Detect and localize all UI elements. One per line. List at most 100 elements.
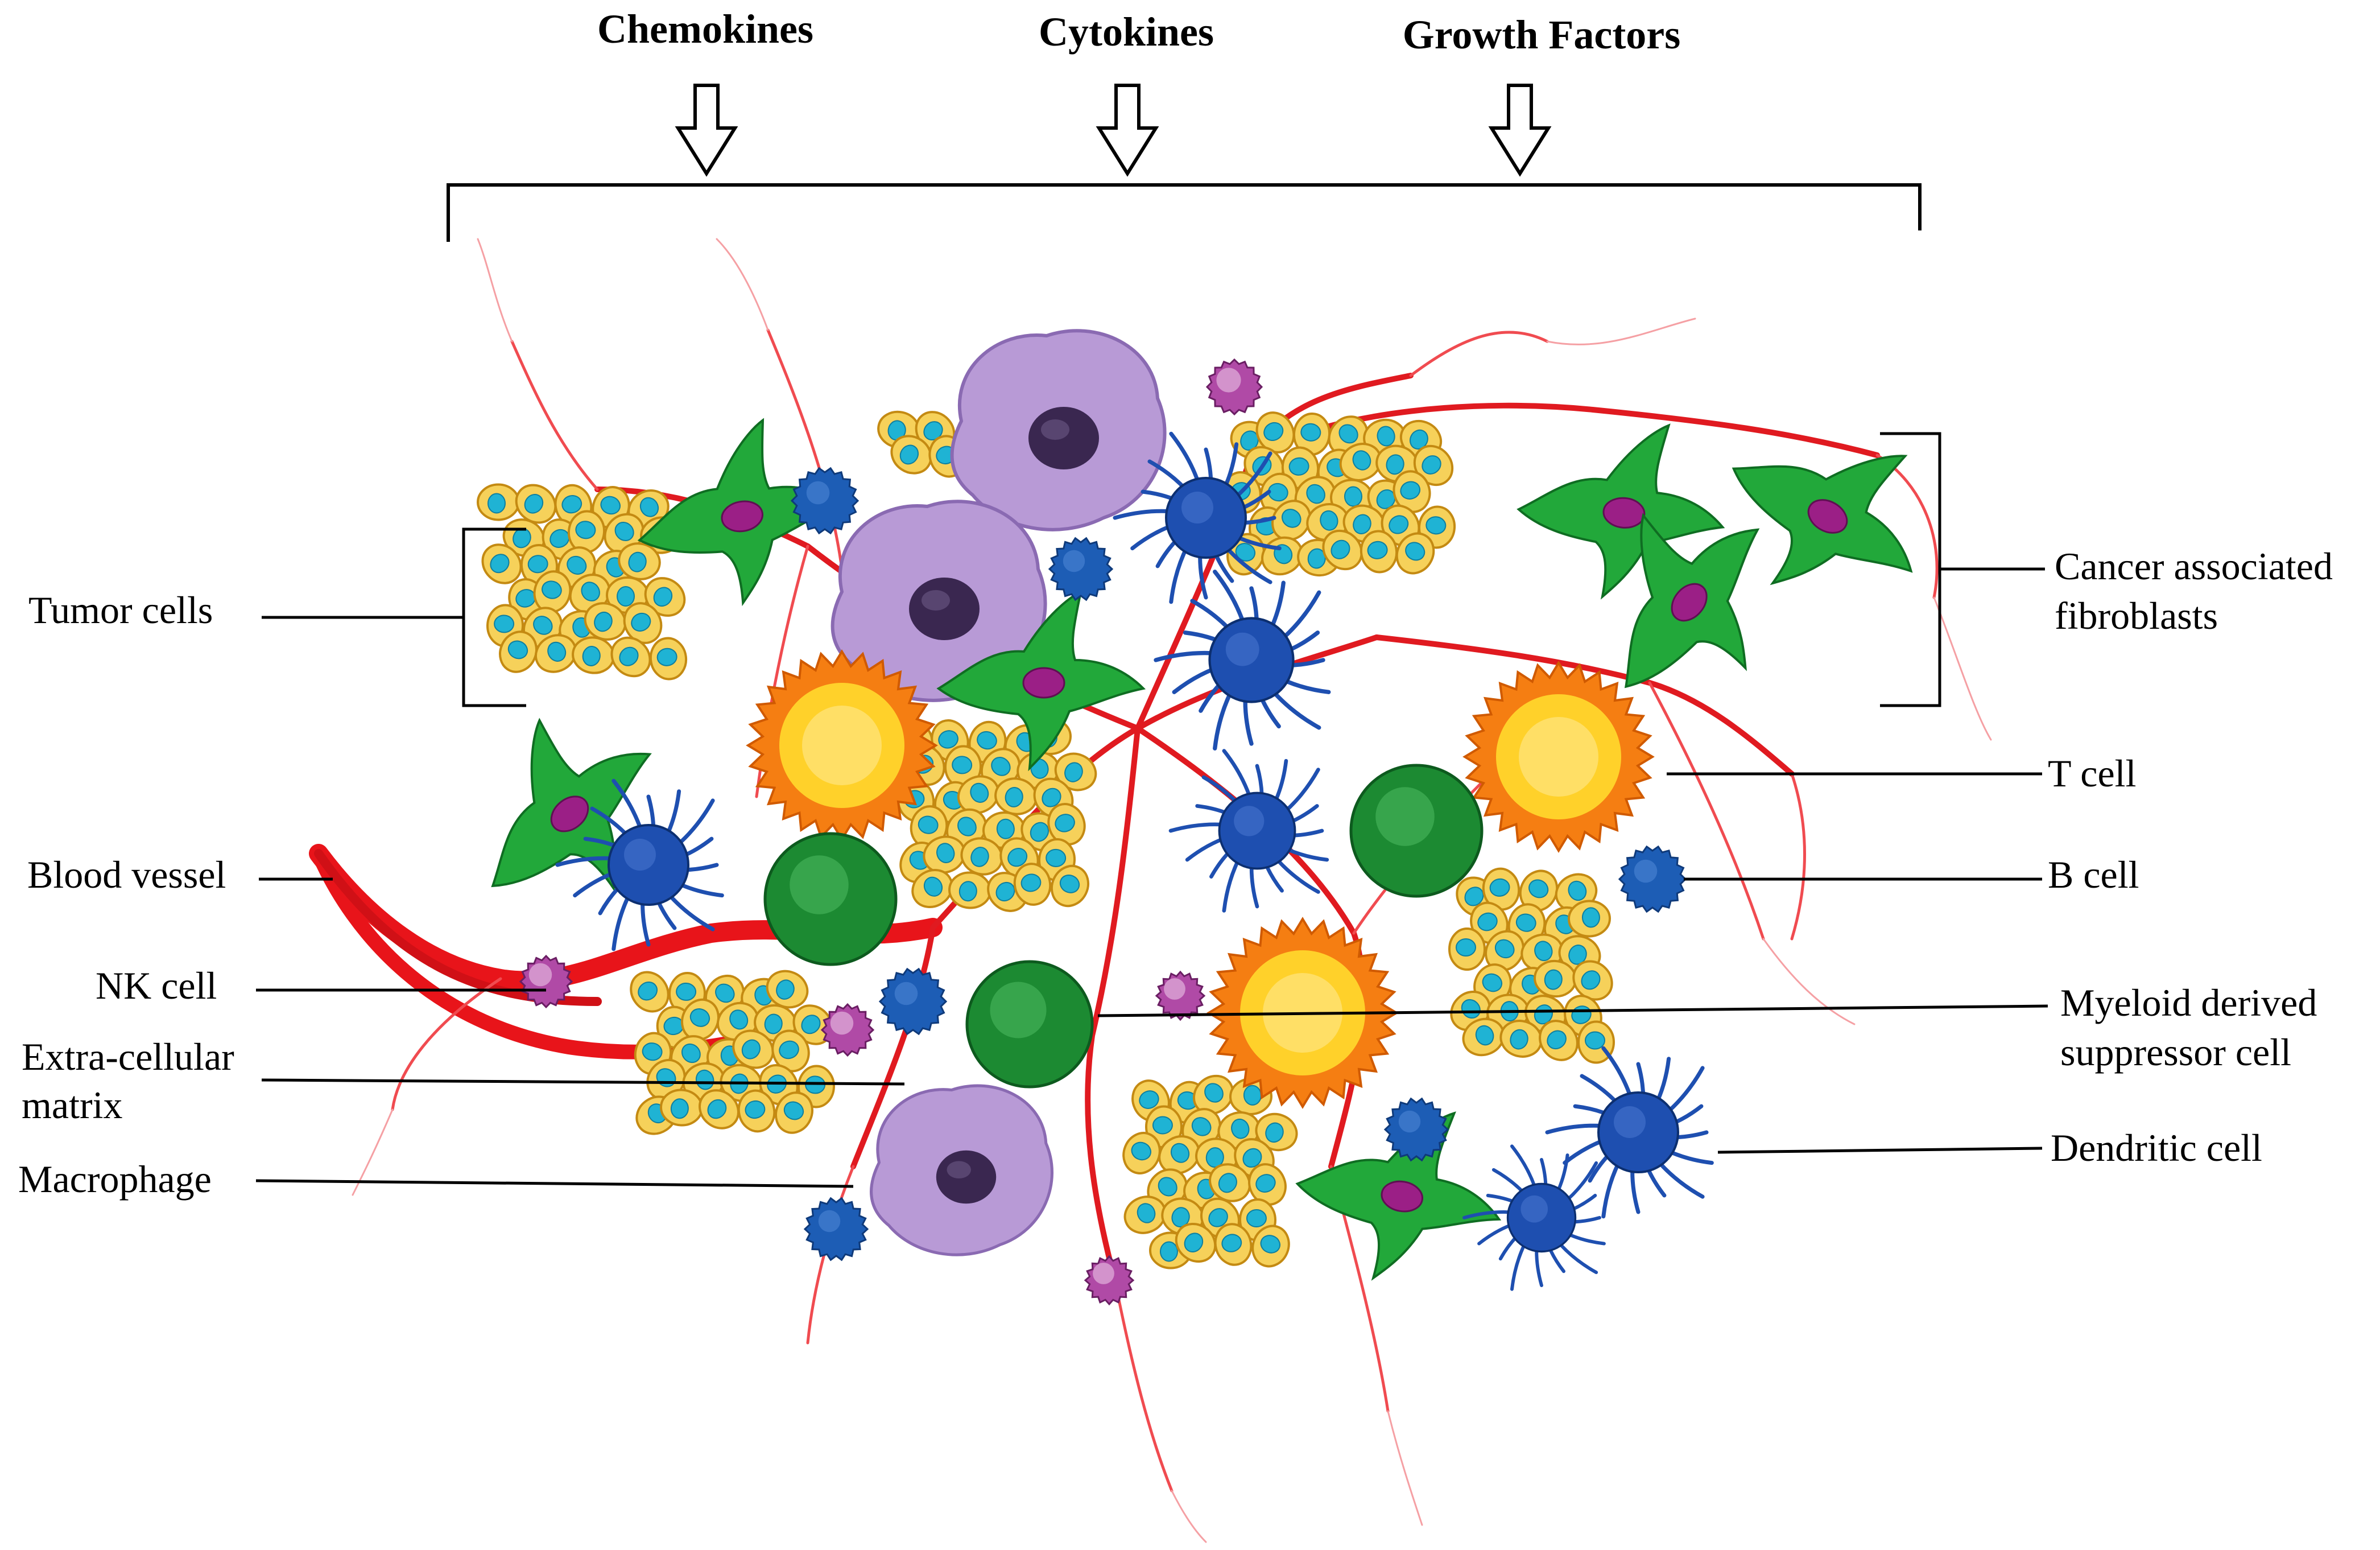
tumor-cell [732, 1029, 774, 1069]
label-mdsc-line2: suppressor cell [2060, 1030, 2291, 1074]
capillary [510, 340, 599, 491]
tumor-cell [1577, 1020, 1615, 1064]
tumor-cell [618, 542, 661, 580]
label-mdsc-line1: Myeloid derived [2060, 981, 2317, 1024]
label-t-cell: T cell [2048, 752, 2136, 795]
tumor-cell [1255, 1112, 1298, 1152]
tumor-cell [1462, 1017, 1505, 1057]
tumor-cell [1485, 930, 1524, 972]
tumor-cell [610, 636, 651, 678]
tumor-cell [1393, 470, 1431, 513]
tumor-cell-cluster [1122, 1074, 1298, 1269]
tumor-cell [1482, 867, 1520, 911]
fine-capillary [1546, 318, 1696, 345]
tumor-cell [681, 998, 720, 1041]
nk-cell [1084, 1255, 1135, 1306]
tumor-cell-cluster [1448, 867, 1615, 1064]
tumor-cell [960, 837, 1003, 876]
dendritic-cell [1545, 1046, 1714, 1219]
fine-capillary [477, 238, 513, 343]
b-cell [790, 467, 860, 535]
tumor-cell [477, 483, 520, 521]
vessel [1085, 725, 1141, 1283]
tumor-cell [1534, 959, 1577, 998]
capillary [1409, 331, 1549, 377]
tumor-cell [1251, 1225, 1290, 1268]
tumor-cell [515, 484, 557, 524]
tumor-cell [1248, 1163, 1287, 1206]
tumor-cell [890, 435, 932, 475]
fine-capillary [1387, 1410, 1423, 1526]
macrophage-cell [870, 1084, 1053, 1256]
tumor-cell [1054, 752, 1097, 792]
tumor-cell [1339, 443, 1382, 481]
tumor-cell [1123, 1196, 1167, 1234]
label-tumor-cells: Tumor cells [28, 588, 213, 632]
tumor-cell [535, 634, 577, 673]
b-cell [1383, 1097, 1449, 1162]
t-cell [746, 649, 938, 842]
annotation-lines [255, 432, 2048, 1188]
tumor-cell-cluster [877, 410, 967, 478]
nk-cell [820, 1003, 875, 1057]
myeloid-derived-suppressor-cell [1349, 764, 1484, 898]
label-blood-vessel: Blood vessel [27, 853, 226, 896]
tumor-cell [1519, 869, 1559, 912]
tumor-cell [1360, 530, 1398, 574]
immune-stromal-cell-layer [491, 329, 1913, 1306]
tumor-cell [1539, 1020, 1579, 1061]
tumor-cell [1568, 900, 1611, 938]
tumor-cell-cluster [630, 970, 836, 1135]
header-bracket [447, 183, 1922, 242]
capillary [1790, 772, 1806, 941]
tumor-cell [1395, 532, 1435, 575]
dendritic-cell [1113, 431, 1282, 604]
tumor-cell [1499, 1020, 1543, 1058]
tumor-cell [1158, 1135, 1200, 1174]
t-cell [1462, 661, 1655, 853]
myeloid-derived-suppressor-cell [763, 832, 898, 966]
mdsc-leader [1097, 1004, 2048, 1017]
dendritic-cell-leader [1717, 1147, 2043, 1154]
arrow-cytokines [1096, 84, 1159, 177]
fibroblast-cell [1624, 513, 1760, 689]
dendritic-cell [1462, 1144, 1606, 1291]
tumor-cell [1330, 479, 1373, 517]
tumor-cell [623, 602, 663, 644]
label-nk-cell: NK cell [96, 964, 217, 1007]
label-dendritic-cell: Dendritic cell [2051, 1126, 2262, 1169]
tumor-cell [771, 1029, 810, 1073]
fine-capillary [1933, 596, 1992, 741]
fine-capillary [1762, 938, 1856, 1025]
tumor-cell [1322, 529, 1363, 571]
b-cell [1618, 845, 1687, 913]
dendritic-cell [555, 778, 724, 951]
tumor-cell [766, 970, 809, 1009]
signal-header: Chemokines Cytokines Growth Factors [447, 6, 1922, 242]
macrophage-cell [830, 500, 1047, 702]
tumor-cell [1122, 1132, 1161, 1174]
tumor-cell [660, 1089, 703, 1127]
label-ecm-line1: Extra-cellular [22, 1035, 234, 1078]
capillary [1648, 681, 1765, 941]
label-b-cell: B cell [2048, 853, 2139, 896]
myeloid-derived-suppressor-cell [965, 960, 1094, 1089]
tumor-cell [499, 630, 538, 673]
label-caf-line1: Cancer associated [2055, 545, 2333, 588]
vessel [850, 925, 936, 1169]
header-growth-factors: Growth Factors [1403, 12, 1681, 57]
dendritic-cell [1168, 749, 1329, 913]
fibroblast-cell [1732, 455, 1913, 586]
fibroblast-cell [491, 718, 652, 892]
tumor-cell-cluster [1223, 411, 1456, 577]
label-macrophage: Macrophage [18, 1157, 212, 1201]
tumor-cell-cluster [477, 483, 688, 681]
tumor-cell [1255, 411, 1295, 454]
arrow-growth-factors [1488, 84, 1552, 177]
macrophage-leader [255, 1179, 854, 1188]
tumor-cell [1175, 1223, 1217, 1263]
b-cell [878, 967, 948, 1036]
fine-capillary [352, 1108, 394, 1196]
